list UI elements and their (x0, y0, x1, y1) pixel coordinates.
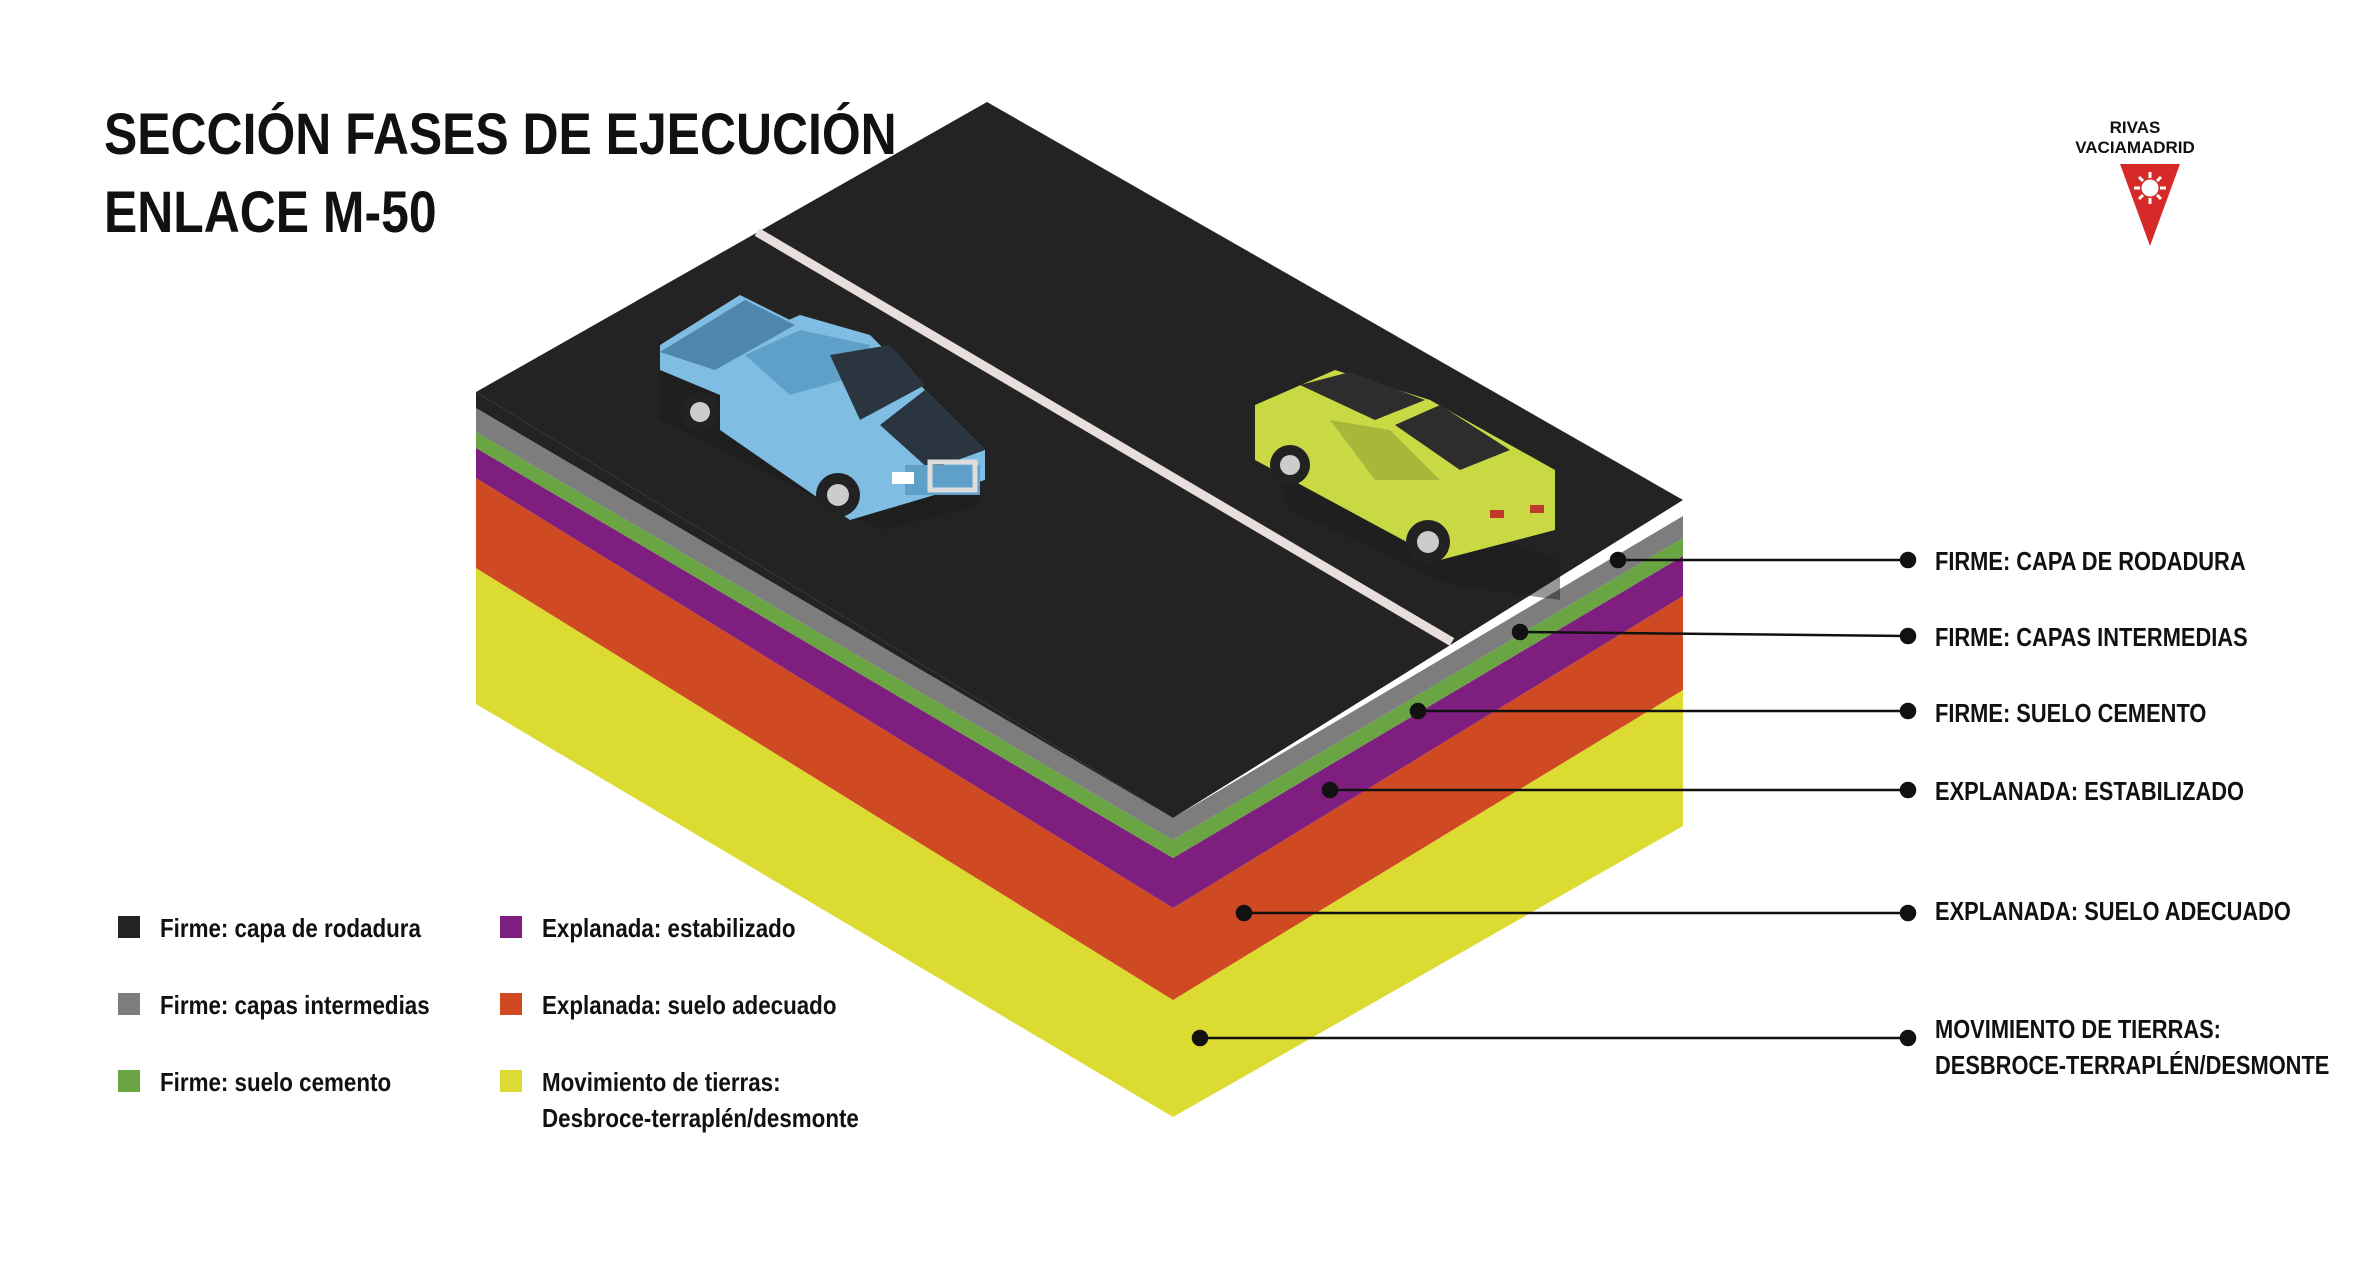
right-face-layers (1173, 516, 1683, 1117)
sedan-car-icon (1255, 370, 1560, 600)
label-tierras-line-2: DESBROCE-TERRAPLÉN/DESMONTE (1935, 1050, 2330, 1080)
leader-estabilizado (1321, 781, 1917, 799)
rivas-logo: RIVAS VACIAMADRID (2060, 96, 2210, 256)
pickup-truck-icon (660, 295, 985, 530)
label-rodadura: FIRME: CAPA DE RODADURA (1935, 546, 2246, 576)
road-surface-top (476, 102, 1683, 818)
leader-suelo-adecuado (1235, 904, 1917, 922)
layer-tierras-right (1173, 690, 1683, 1117)
label-estabilizado: EXPLANADA: ESTABILIZADO (1935, 776, 2245, 806)
legend-text-suelo-cemento: Firme: suelo cemento (160, 1067, 392, 1097)
lane-divider-line (754, 228, 1455, 646)
legend-text-rodadura: Firme: capa de rodadura (160, 913, 421, 943)
legend-text-estabilizado: Explanada: estabilizado (542, 913, 796, 943)
left-face-layers (476, 408, 1173, 1117)
layer-intermedias-right (1173, 516, 1683, 840)
leader-intermedias (1511, 623, 1917, 645)
layer-intermedias-left (476, 408, 1173, 840)
leader-tierras (1191, 1029, 1917, 1047)
legend-swatch-tierras (500, 1070, 522, 1092)
legend-swatch-intermedias (118, 993, 140, 1015)
layer-suelo-adecuado-right (1173, 596, 1683, 1000)
legend-text-tierras-line-2: Desbroce-terraplén/desmonte (542, 1103, 859, 1133)
logo-shield-icon (2120, 164, 2180, 246)
label-intermedias: FIRME: CAPAS INTERMEDIAS (1935, 622, 2248, 652)
page-title: SECCIÓN FASES DE EJECUCIÓN ENLACE M-50 (104, 96, 897, 252)
layer-suelo-adecuado-left (476, 478, 1173, 1000)
title-line-1: SECCIÓN FASES DE EJECUCIÓN (104, 102, 897, 167)
legend-swatch-suelo-adecuado (500, 993, 522, 1015)
legend-text-suelo-adecuado: Explanada: suelo adecuado (542, 990, 837, 1020)
legend-swatch-rodadura (118, 916, 140, 938)
layer-estabilizado-right (1173, 556, 1683, 908)
legend-swatch-suelo-cemento (118, 1070, 140, 1092)
layer-tierras-left (476, 568, 1173, 1117)
title-line-2: ENLACE M-50 (104, 180, 437, 245)
label-suelo-cemento: FIRME: SUELO CEMENTO (1935, 698, 2207, 728)
leader-rodadura (1609, 551, 1917, 569)
label-suelo-adecuado: EXPLANADA: SUELO ADECUADO (1935, 896, 2291, 926)
leader-suelo-cemento (1409, 702, 1917, 720)
layer-suelo-cemento-right (1173, 538, 1683, 858)
road-surface-top-edge (476, 392, 1173, 818)
legend-swatch-estabilizado (500, 916, 522, 938)
label-tierras: MOVIMIENTO DE TIERRAS: (1935, 1014, 2221, 1044)
layer-estabilizado-left (476, 448, 1173, 908)
layer-suelo-cemento-left (476, 432, 1173, 858)
logo-text-line-1: RIVAS (2109, 118, 2161, 137)
logo-text-line-2: VACIAMADRID (2075, 138, 2195, 157)
leader-lines (1191, 551, 1917, 1047)
legend-text-tierras: Movimiento de tierras: (542, 1067, 781, 1097)
legend-text-intermedias: Firme: capas intermedias (160, 990, 430, 1020)
